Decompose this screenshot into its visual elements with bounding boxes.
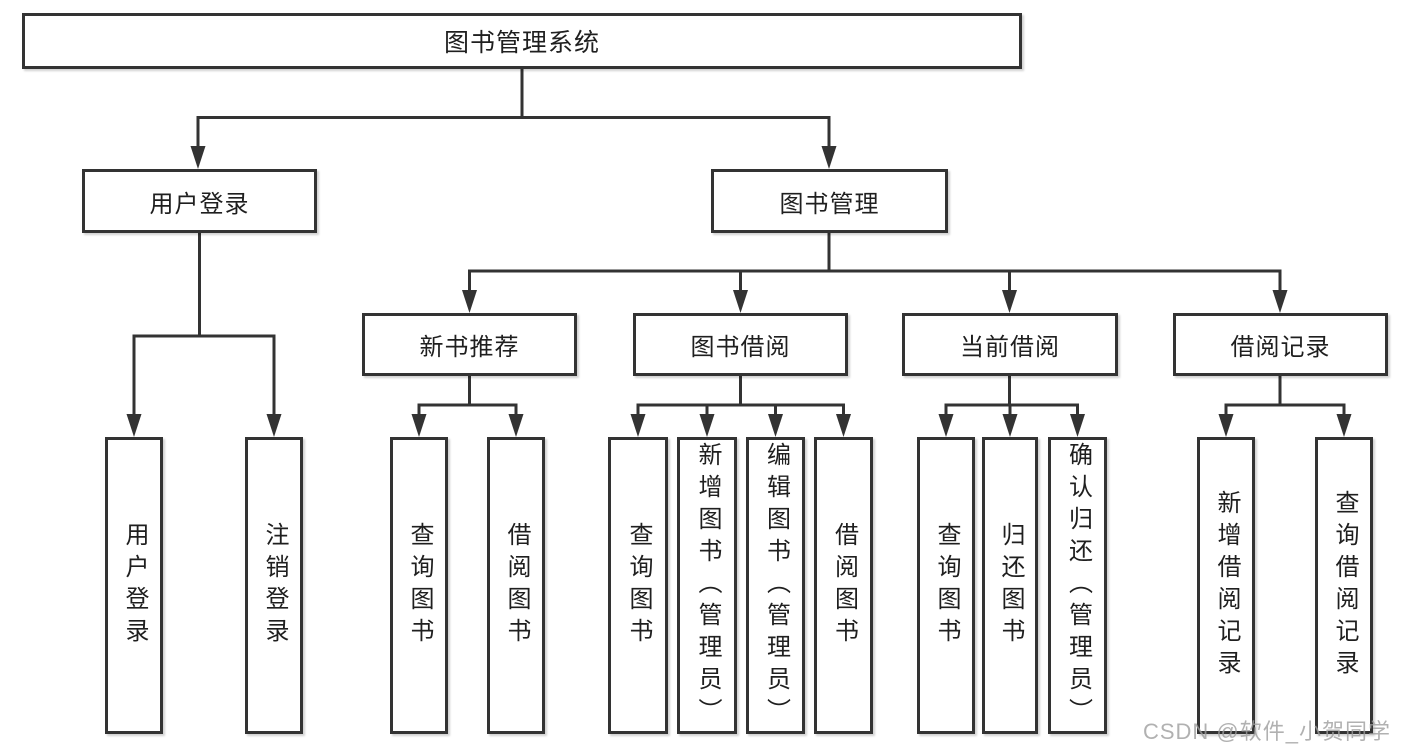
leaf-logout-label: 注销登录 — [261, 521, 288, 650]
leaf-confirm-return-admin-label: 确认归还（管理员） — [1064, 441, 1092, 730]
leaf-edit-book-admin-label: 编辑图书（管理员） — [762, 441, 790, 730]
leaf-add-borrow-record-label: 新增借阅记录 — [1213, 489, 1240, 682]
node-library-management-system: 图书管理系统 — [22, 13, 1022, 69]
connector-root-to-level2 — [190, 68, 837, 169]
leaf-newbook-query-book-label: 查询图书 — [406, 521, 433, 650]
node-book-borrow: 图书借阅 — [633, 313, 848, 376]
leaf-confirm-return-admin: 确认归还（管理员） — [1048, 437, 1107, 734]
leaf-add-book-admin: 新增图书（管理员） — [677, 437, 737, 734]
leaf-newbook-borrow-book-label: 借阅图书 — [503, 521, 530, 650]
leaf-edit-book-admin: 编辑图书（管理员） — [746, 437, 805, 734]
leaf-return-book-label: 归还图书 — [997, 521, 1024, 650]
csdn-watermark: CSDN @软件_小贺同学 — [1142, 719, 1391, 744]
node-user-login: 用户登录 — [82, 169, 317, 233]
leaf-borrow-query-book: 查询图书 — [608, 437, 668, 734]
connector-user-login-group — [126, 232, 282, 437]
leaf-user-login: 用户登录 — [105, 437, 163, 734]
connector-borrow-record-group — [1218, 375, 1352, 437]
leaf-newbook-query-book: 查询图书 — [390, 437, 448, 734]
node-borrow-record: 借阅记录 — [1173, 313, 1388, 376]
leaf-borrow-query-book-label: 查询图书 — [625, 521, 652, 650]
leaf-add-borrow-record: 新增借阅记录 — [1197, 437, 1255, 734]
leaf-add-book-admin-label: 新增图书（管理员） — [694, 441, 721, 730]
connector-new-book-group — [411, 375, 524, 437]
leaf-query-borrow-record-label: 查询借阅记录 — [1331, 489, 1358, 682]
connector-current-borrow-group — [938, 375, 1085, 437]
leaf-user-login-label: 用户登录 — [121, 521, 148, 650]
connector-book-borrow-group — [630, 375, 851, 437]
leaf-return-book: 归还图书 — [982, 437, 1038, 734]
leaf-query-borrow-record: 查询借阅记录 — [1315, 437, 1373, 734]
leaf-borrow-book-label: 借阅图书 — [830, 521, 858, 650]
leaf-newbook-borrow-book: 借阅图书 — [487, 437, 545, 734]
leaf-current-query-book: 查询图书 — [917, 437, 975, 734]
connector-book-mgmt-to-level3 — [462, 232, 1288, 313]
node-new-book-recommend: 新书推荐 — [362, 313, 577, 376]
leaf-logout: 注销登录 — [245, 437, 303, 734]
node-current-borrow: 当前借阅 — [902, 313, 1118, 376]
leaf-borrow-book: 借阅图书 — [814, 437, 873, 734]
node-book-management: 图书管理 — [711, 169, 948, 233]
leaf-current-query-book-label: 查询图书 — [933, 521, 960, 650]
